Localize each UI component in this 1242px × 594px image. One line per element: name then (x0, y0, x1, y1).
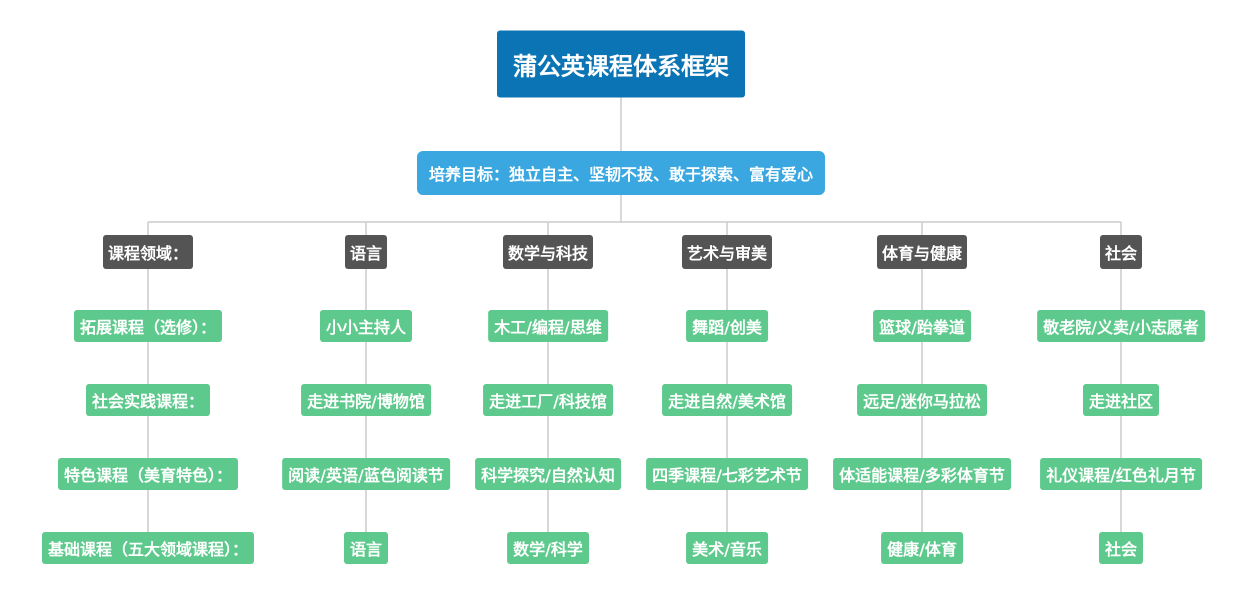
society-social-practice: 走进社区 (1082, 384, 1160, 416)
math-tech-elective: 木工/编程/思维 (488, 310, 608, 342)
root-node-title: 蒲公英课程体系框架 (497, 30, 745, 98)
goal-node: 培养目标：独立自主、坚韧不拔、敢于探索、富有爱心 (416, 151, 826, 195)
sports-featured: 体适能课程/多彩体育节 (833, 458, 1011, 490)
arts-elective: 舞蹈/创美 (686, 310, 768, 342)
course-type-social-practice: 社会实践课程： (85, 384, 211, 416)
sports-social-practice: 远足/迷你马拉松 (857, 384, 987, 416)
society-elective: 敬老院/义卖/小志愿者 (1037, 310, 1205, 342)
course-type-elective: 拓展课程（选修）： (73, 310, 223, 342)
column-header-language: 语言 (344, 235, 388, 269)
course-type-featured: 特色课程（美育特色）： (57, 458, 239, 490)
arts-social-practice: 走进自然/美术馆 (662, 384, 792, 416)
math-tech-featured: 科学探究/自然认知 (475, 458, 621, 490)
math-tech-social-practice: 走进工厂/科技馆 (483, 384, 613, 416)
column-header-course-domain: 课程领域： (102, 235, 194, 269)
column-header-math-tech: 数学与科技 (502, 235, 594, 269)
math-tech-basic: 数学/科学 (507, 532, 589, 564)
course-type-basic: 基础课程（五大领域课程）： (41, 532, 255, 564)
column-header-society: 社会 (1099, 235, 1143, 269)
column-header-arts: 艺术与审美 (681, 235, 773, 269)
language-social-practice: 走进书院/博物馆 (301, 384, 431, 416)
society-basic: 社会 (1098, 532, 1144, 564)
society-featured: 礼仪课程/红色礼月节 (1040, 458, 1202, 490)
column-header-sports-health: 体育与健康 (876, 235, 968, 269)
language-featured: 阅读/英语/蓝色阅读节 (282, 458, 450, 490)
language-elective: 小小主持人 (319, 310, 413, 342)
arts-basic: 美术/音乐 (686, 532, 768, 564)
language-basic: 语言 (343, 532, 389, 564)
sports-elective: 篮球/跆拳道 (873, 310, 971, 342)
sports-basic: 健康/体育 (881, 532, 963, 564)
arts-featured: 四季课程/七彩艺术节 (646, 458, 808, 490)
